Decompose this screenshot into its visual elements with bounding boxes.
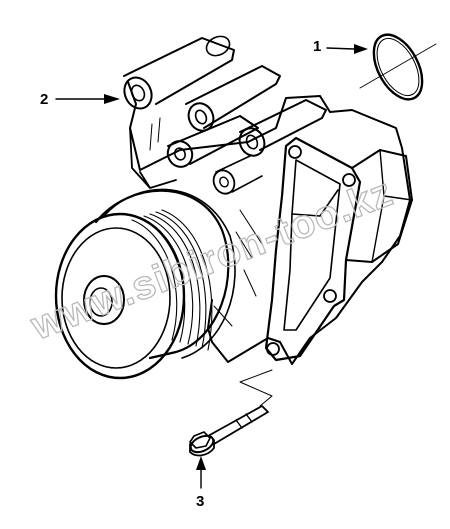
outlet-tube-lower bbox=[166, 115, 259, 168]
arrow-head bbox=[104, 94, 120, 104]
o-ring-centerline bbox=[359, 43, 437, 89]
outlet-tube-right bbox=[238, 99, 327, 157]
callout-2-number: 2 bbox=[40, 91, 48, 108]
callout-2: 2 bbox=[40, 91, 120, 108]
flange-bolt bbox=[189, 369, 273, 457]
water-pump-housing bbox=[123, 35, 413, 365]
pulley-hub bbox=[83, 275, 125, 325]
pulley-ribs bbox=[131, 209, 213, 351]
callout-3: 3 bbox=[196, 456, 206, 510]
flange-bolt-hole bbox=[266, 342, 280, 356]
o-ring-seal bbox=[359, 33, 437, 101]
callout-1-number: 1 bbox=[313, 38, 321, 55]
side-boss bbox=[212, 155, 263, 195]
outlet-tube-left bbox=[123, 35, 235, 110]
bolt-flange-washer bbox=[189, 434, 215, 454]
shading-lines bbox=[149, 117, 263, 327]
bolt-hex-head bbox=[189, 431, 211, 449]
bolt-centerline bbox=[239, 369, 273, 407]
drive-pulley bbox=[54, 188, 236, 380]
outlet-tube-mid bbox=[185, 65, 281, 132]
callout-3-number: 3 bbox=[196, 493, 204, 510]
flange-bolt-hole bbox=[323, 289, 337, 303]
arrow-head bbox=[196, 456, 206, 470]
flange-bolt-hole bbox=[288, 145, 302, 159]
arrow-head bbox=[354, 44, 368, 54]
leader-line bbox=[326, 47, 355, 50]
flange-bolt-hole bbox=[342, 173, 356, 187]
mounting-flange bbox=[264, 136, 413, 362]
callout-1: 1 bbox=[313, 38, 368, 55]
